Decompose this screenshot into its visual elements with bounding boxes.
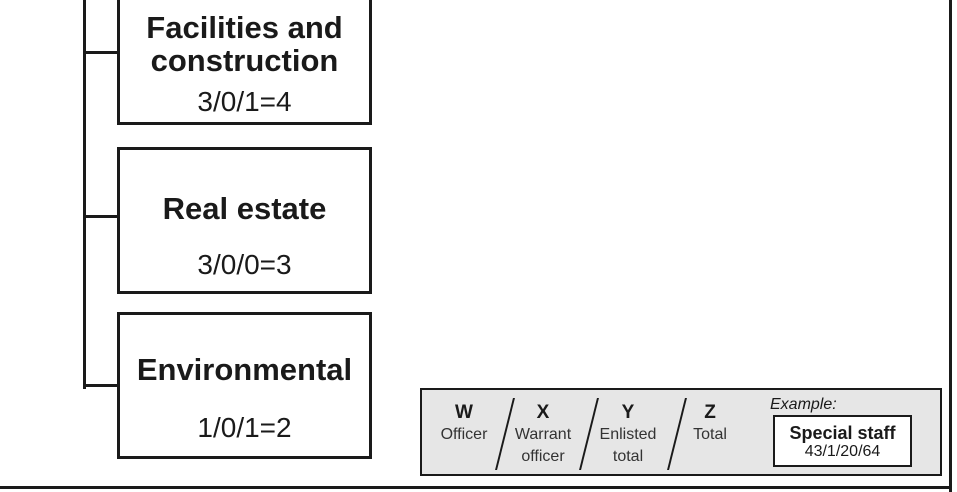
legend-label: Enlisted (599, 426, 657, 443)
legend-column-x: X Warrant officer (508, 402, 578, 468)
legend-example-box: Special staff 43/1/20/64 (773, 415, 912, 467)
unit-count: 1/0/1=2 (197, 412, 292, 443)
legend-key: X (536, 402, 550, 423)
legend-column-w: W Officer (434, 402, 494, 446)
legend-column-z: Z Total (682, 402, 738, 446)
connector-trunk (83, 0, 86, 389)
unit-box-environmental: Environmental 1/0/1=2 (117, 312, 372, 459)
frame-border-bottom (0, 486, 952, 489)
legend-example-label: Example: (770, 396, 837, 413)
legend-label: officer (521, 448, 565, 465)
unit-name: Real estate (162, 191, 327, 226)
unit-count: 3/0/1=4 (197, 86, 292, 117)
legend-label: Warrant (514, 426, 572, 443)
legend-key: W (455, 402, 473, 423)
legend-label: total (612, 448, 644, 465)
legend-box: W Officer X Warrant officer Y Enlisted t… (420, 388, 942, 476)
legend-key: Y (621, 402, 635, 423)
legend-example-value: 43/1/20/64 (804, 443, 881, 460)
legend-column-y: Y Enlisted total (592, 402, 664, 468)
frame-border-right (949, 0, 952, 492)
connector-branch-environmental (83, 384, 120, 387)
unit-count: 3/0/0=3 (197, 249, 292, 280)
unit-name-line: Facilities and (146, 10, 343, 45)
unit-name-line: construction (150, 43, 339, 78)
connector-branch-real-estate (83, 215, 120, 218)
legend-label: Officer (440, 426, 488, 443)
unit-box-facilities: Facilities and construction 3/0/1=4 (117, 0, 372, 125)
legend-key: Z (704, 402, 716, 423)
unit-box-real-estate: Real estate 3/0/0=3 (117, 147, 372, 294)
connector-branch-facilities (83, 51, 120, 54)
legend-example-name: Special staff (789, 423, 896, 443)
legend-label: Total (693, 426, 727, 443)
unit-name: Environmental (136, 352, 353, 387)
